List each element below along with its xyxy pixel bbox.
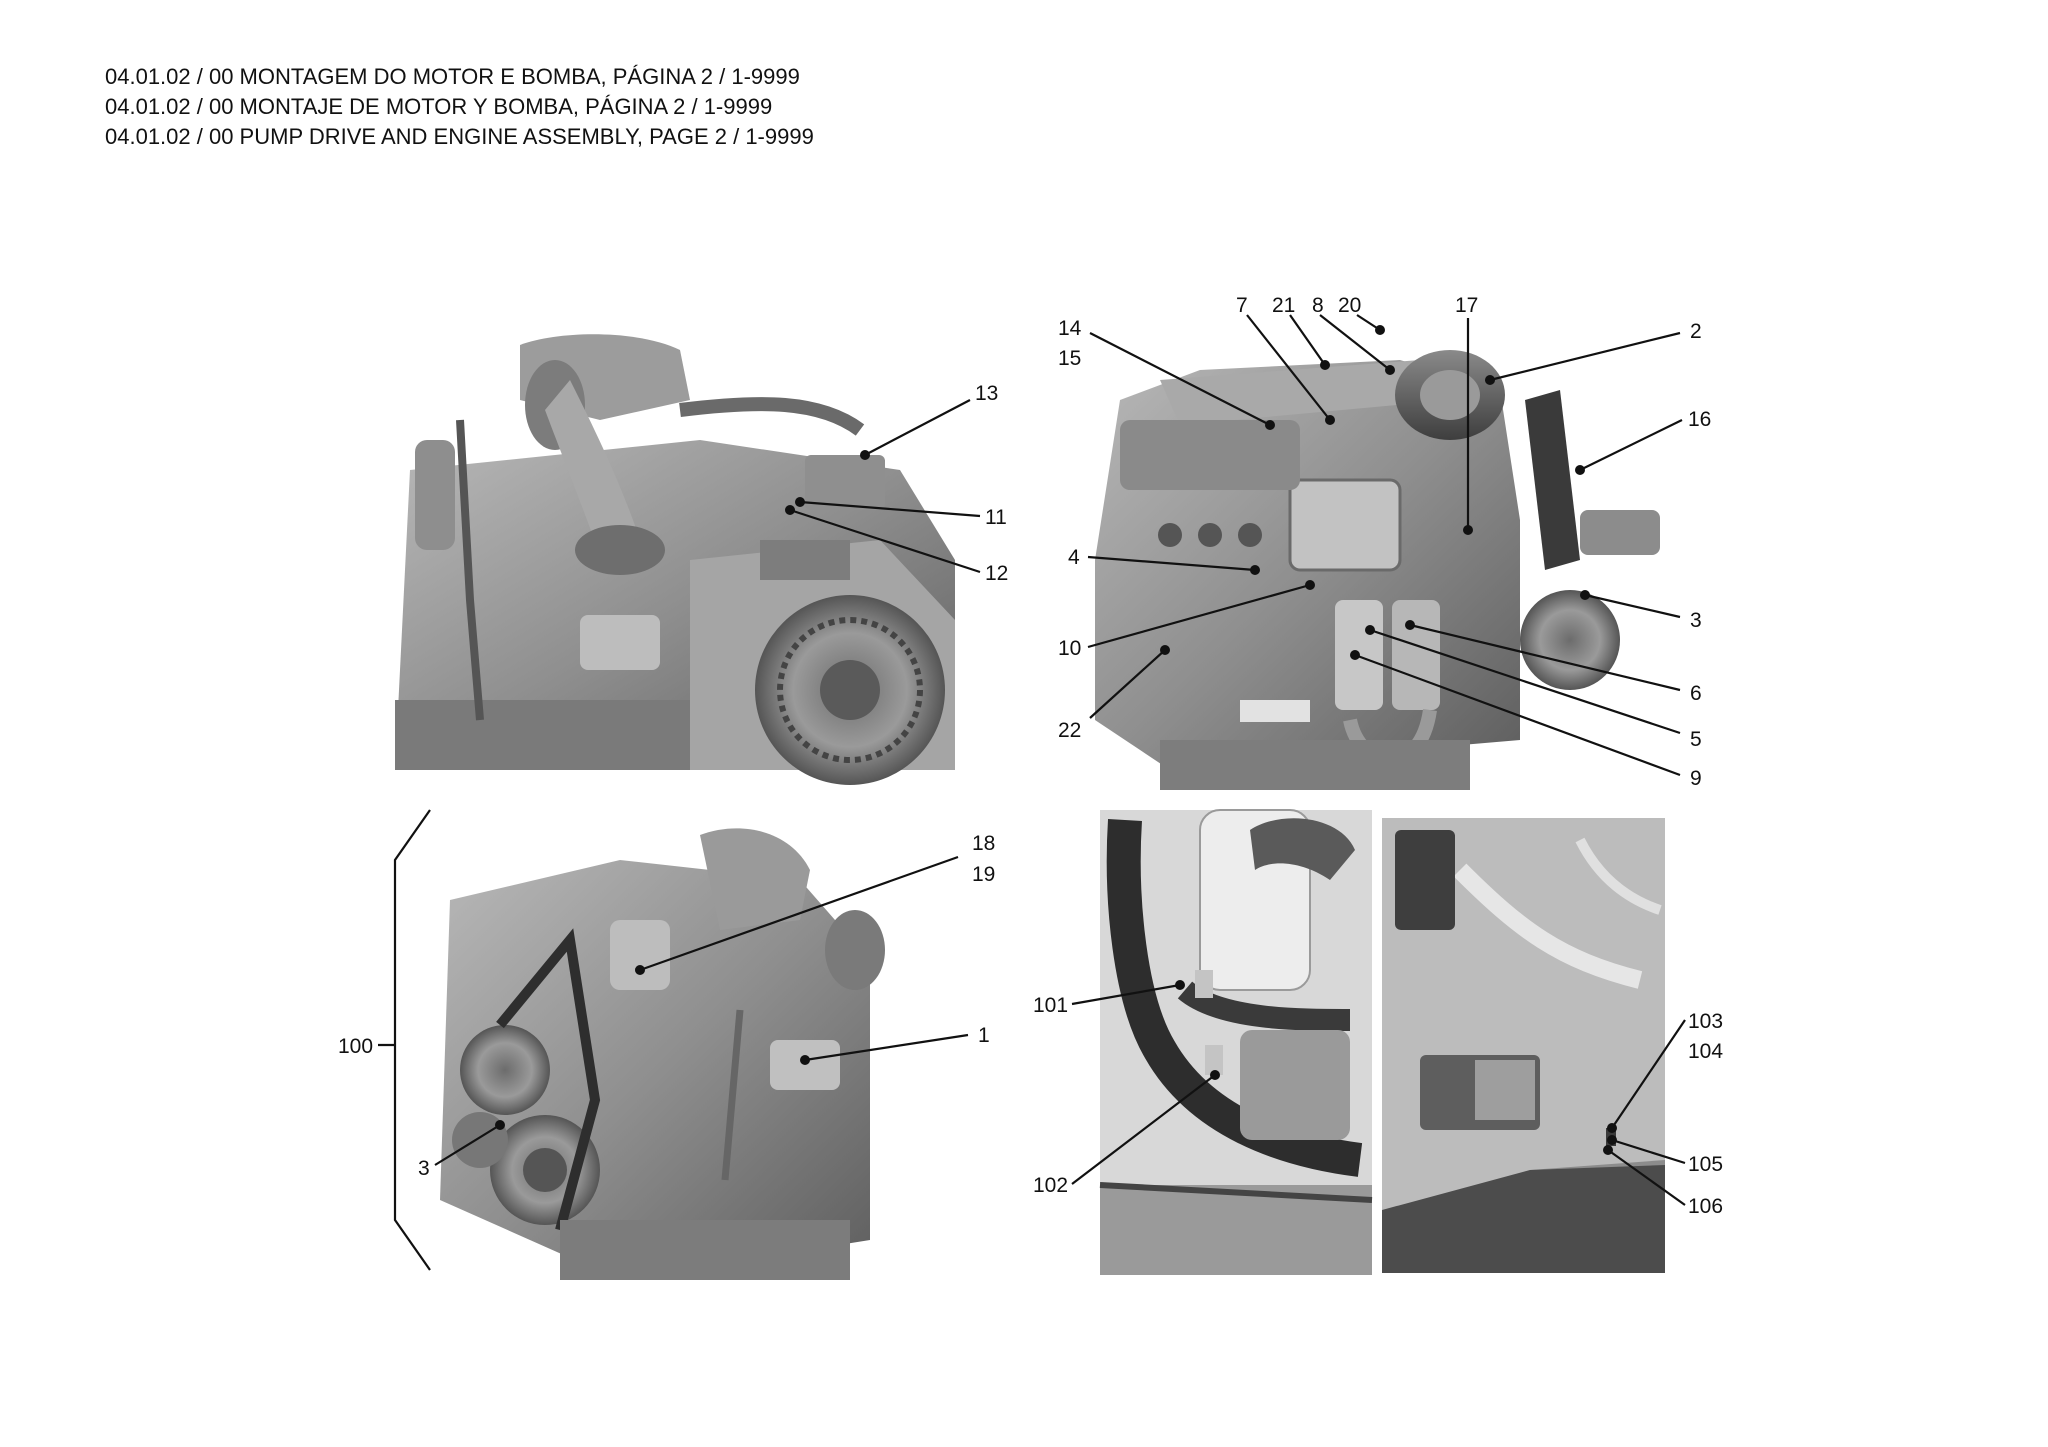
callout-12: 12	[985, 562, 1008, 585]
callout-102: 102	[1033, 1174, 1068, 1197]
callout-22: 22	[1058, 719, 1081, 742]
title-portuguese: 04.01.02 / 00 MONTAGEM DO MOTOR E BOMBA,…	[105, 64, 800, 89]
callout-3-top: 3	[1690, 609, 1702, 632]
callout-13: 13	[975, 382, 998, 405]
callout-18: 18	[972, 832, 995, 855]
engine-side-view	[1095, 350, 1660, 790]
callout-7: 7	[1236, 294, 1248, 317]
callout-17: 17	[1455, 294, 1478, 317]
callout-14: 14	[1058, 317, 1082, 340]
callout-1: 1	[978, 1024, 990, 1047]
callout-5: 5	[1690, 728, 1702, 751]
callout-20: 20	[1338, 294, 1361, 317]
callout-101: 101	[1033, 994, 1068, 1017]
callout-106: 106	[1688, 1195, 1723, 1218]
callout-2: 2	[1690, 320, 1702, 343]
callout-labels: 13 11 12 14 15 7 21 8 20 17 2 16 4 3 10 …	[338, 294, 1723, 1218]
callout-9: 9	[1690, 767, 1702, 790]
callout-4: 4	[1068, 546, 1080, 569]
page-header: 04.01.02 / 00 MONTAGEM DO MOTOR E BOMBA,…	[105, 62, 814, 152]
pump-hose-photo	[1099, 809, 1373, 1275]
callout-10: 10	[1058, 637, 1081, 660]
callout-3-bottom: 3	[418, 1157, 430, 1180]
callout-103: 103	[1688, 1010, 1723, 1033]
leader-lines	[434, 314, 1686, 1206]
callout-15: 15	[1058, 347, 1081, 370]
callout-19: 19	[972, 863, 995, 886]
title-spanish: 04.01.02 / 00 MONTAJE DE MOTOR Y BOMBA, …	[105, 94, 773, 119]
callout-21: 21	[1272, 294, 1295, 317]
bracket-100	[393, 809, 431, 1271]
callout-6: 6	[1690, 682, 1702, 705]
callout-16: 16	[1688, 408, 1711, 431]
callout-11: 11	[985, 506, 1007, 529]
title-english: 04.01.02 / 00 PUMP DRIVE AND ENGINE ASSE…	[105, 124, 814, 149]
callout-105: 105	[1688, 1153, 1723, 1176]
panel-photo	[1382, 818, 1665, 1273]
engine-front-view	[440, 828, 885, 1280]
callout-100: 100	[338, 1035, 373, 1058]
callout-104: 104	[1688, 1040, 1723, 1063]
callout-8: 8	[1312, 294, 1324, 317]
engine-rear-view	[395, 334, 955, 785]
